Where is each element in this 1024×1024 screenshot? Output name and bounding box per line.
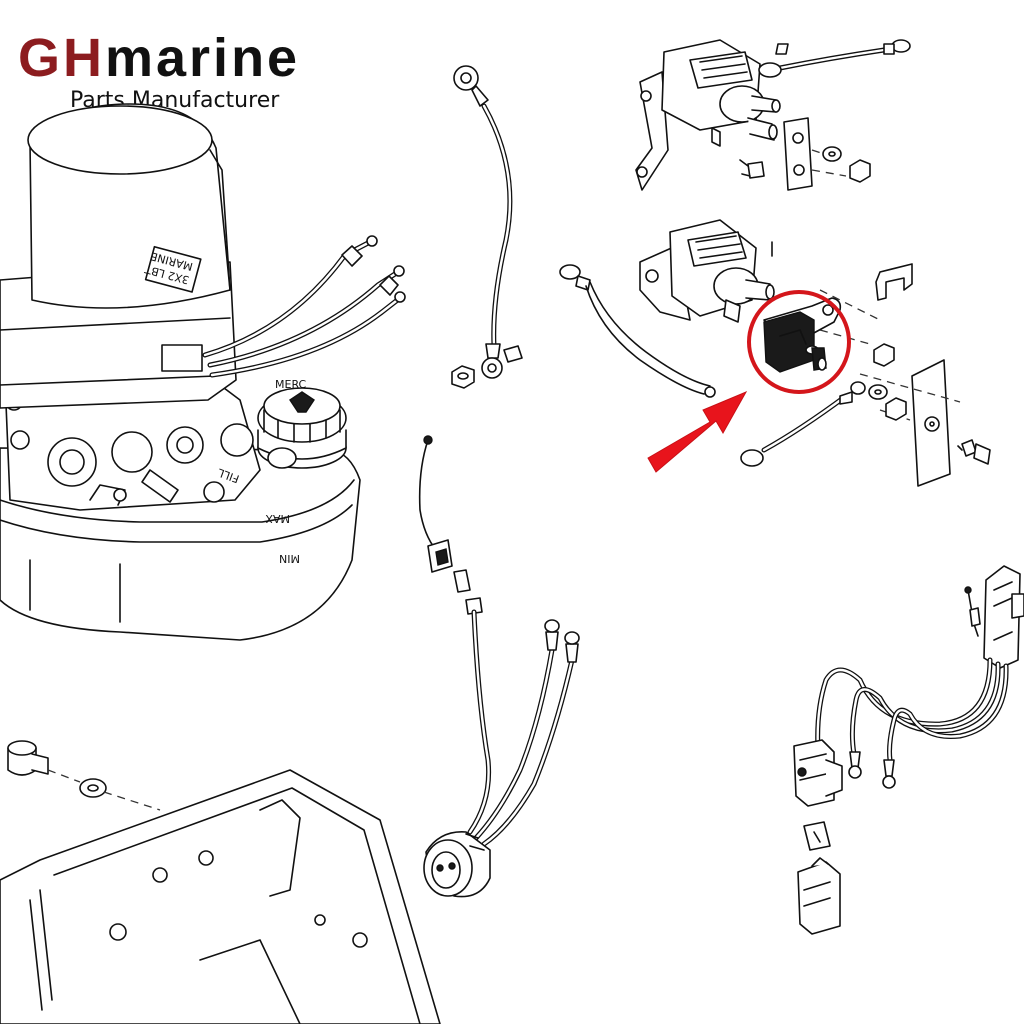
upper-cable	[758, 39, 911, 78]
fill-cap: MERC	[257, 378, 347, 469]
ground-nut	[451, 365, 475, 389]
reservoir-max-mark: MAX	[265, 512, 290, 525]
brand-name: marine	[105, 28, 301, 88]
lower-washer	[868, 384, 888, 400]
lower-cable	[740, 381, 866, 467]
mounting-bolt-and-washer	[7, 740, 161, 811]
fuse-holder-lower	[797, 857, 841, 935]
fuse-holder-upper	[793, 739, 843, 807]
brand-mark: GH	[18, 28, 105, 88]
harness-round-plug	[423, 831, 491, 898]
ground-strap	[451, 65, 523, 389]
lower-terminal-plate	[911, 359, 951, 487]
upper-solenoid-assembly	[635, 39, 911, 191]
lower-nut-1	[873, 343, 895, 367]
cap-brand-mark: MERC	[275, 378, 307, 391]
harness-connector-top	[983, 565, 1024, 669]
electric-motor: 3X2 LBT MARINE	[27, 103, 231, 309]
upper-screw	[739, 159, 765, 179]
upper-terminal-plate	[783, 117, 813, 191]
lower-nut-2	[885, 397, 907, 421]
upper-nut	[849, 159, 871, 183]
pump-motor-assembly: MAX MIN FILL	[0, 103, 406, 641]
highlight-circle	[747, 290, 851, 394]
reservoir-min-mark: MIN	[279, 552, 300, 565]
ground-screw	[503, 345, 523, 363]
trim-relay-harness	[793, 565, 1024, 935]
lower-mount-screw	[957, 439, 991, 465]
mounting-bracket	[0, 769, 441, 1024]
blade-fuse	[803, 821, 831, 851]
circuit-breaker	[763, 297, 842, 373]
shield-bracket	[875, 263, 913, 301]
highlight-arrow	[647, 390, 748, 473]
trim-sender-harness	[418, 435, 580, 898]
brand-logo: GHmarine Parts Manufacturer	[18, 30, 398, 120]
motor-lead-wires	[202, 235, 406, 378]
lower-solenoid-assembly	[559, 219, 991, 487]
upper-washer	[822, 146, 842, 162]
solenoid-cable	[559, 264, 716, 398]
brand-wordmark: GHmarine	[18, 30, 300, 86]
